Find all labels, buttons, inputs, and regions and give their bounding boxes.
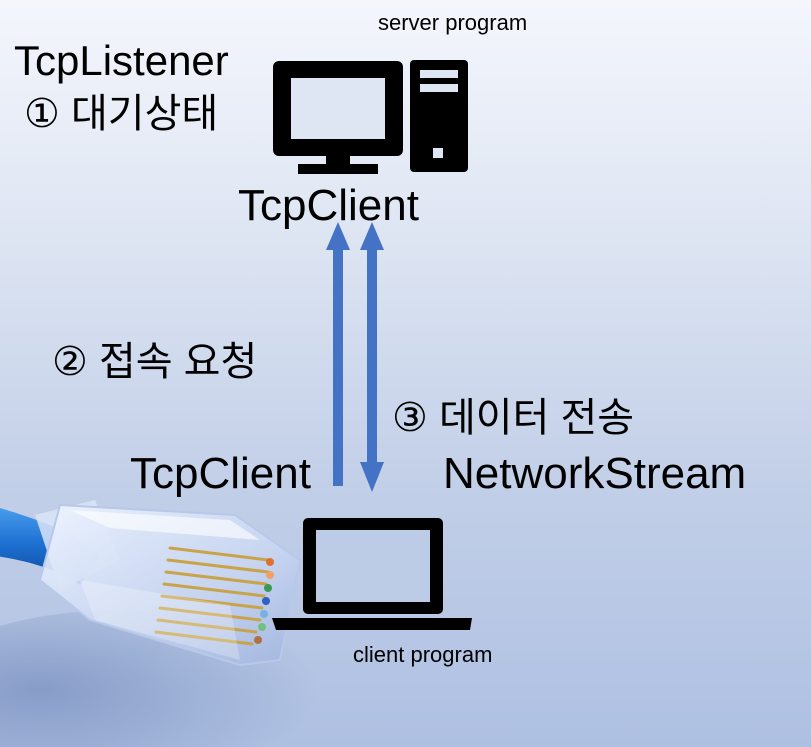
step3-data-transfer-label: ③ 데이터 전송 <box>392 396 635 440</box>
tcp-listener-label: TcpListener <box>14 37 229 84</box>
server-program-label: server program <box>378 10 528 35</box>
arrow-up-request <box>326 222 350 486</box>
step2-connection-request-label: ② 접속 요청 <box>52 340 258 384</box>
client-program-label: client program <box>353 642 493 667</box>
server-tcpclient-label: TcpClient <box>238 181 419 230</box>
step1-waiting-label: ① 대기상태 <box>24 92 219 136</box>
arrow-bidirectional-transfer <box>360 222 384 492</box>
client-tcpclient-label: TcpClient <box>130 449 311 498</box>
network-stream-label: NetworkStream <box>443 449 747 498</box>
